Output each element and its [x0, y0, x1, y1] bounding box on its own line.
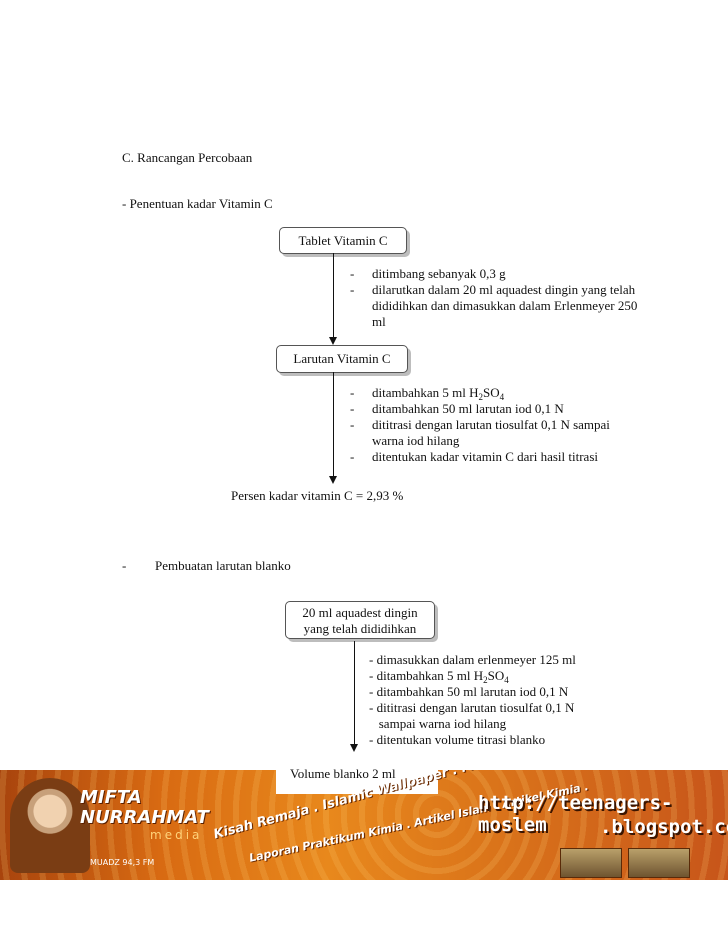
flow-line-3 [354, 641, 355, 746]
tablet-vitamin-c-box: Tablet Vitamin C [279, 227, 407, 254]
box-label-line1: 20 ml aquadest dingin [302, 605, 418, 620]
step-item: -ditentukan kadar vitamin C dari hasil t… [350, 449, 599, 464]
arrowhead-3 [350, 744, 358, 752]
steps-list-2: -ditambahkan 5 ml H2SO4 -ditambahkan 50 … [350, 385, 640, 465]
aquadest-box: 20 ml aquadest dingin yang telah dididih… [285, 601, 435, 639]
banner-media: media [150, 828, 203, 842]
step-item: - dimasukkan dalam erlenmeyer 125 ml [369, 652, 576, 667]
result-percent: Persen kadar vitamin C = 2,93 % [231, 488, 404, 503]
part2-heading: Pembuatan larutan blanko [155, 558, 291, 573]
step-item: -ditambahkan 50 ml larutan iod 0,1 N [350, 401, 564, 416]
arrowhead-1 [329, 337, 337, 345]
step-item: -ditimbang sebanyak 0,3 g [350, 266, 506, 281]
step-item: -dititrasi dengan larutan tiosulfat 0,1 … [350, 417, 610, 448]
box-label-line2: yang telah dididihkan [303, 621, 417, 636]
part2-heading-dash: - [122, 558, 127, 573]
flow-line-1 [333, 253, 334, 339]
result-volume-blanko: Volume blanko 2 ml [288, 766, 398, 782]
thumbnail-image [560, 848, 622, 878]
step-item: -ditambahkan 5 ml H2SO4 [350, 385, 505, 402]
step-item: - ditentukan volume titrasi blanko [369, 732, 546, 747]
banner-url-line2[interactable]: .blogspot.com [600, 816, 728, 838]
banner-radio: MUADZ 94,3 FM [90, 858, 155, 867]
steps-list-3: - dimasukkan dalam erlenmeyer 125 ml - d… [369, 652, 576, 748]
step-item: -dilarutkan dalam 20 ml aquadest dingin … [350, 282, 638, 329]
flow-line-2 [333, 372, 334, 478]
box-label: Larutan Vitamin C [293, 351, 391, 366]
part1-heading: - Penentuan kadar Vitamin C [122, 196, 273, 211]
portrait-image [10, 778, 90, 873]
banner-url-line1[interactable]: http://teenagers-moslem [478, 792, 673, 836]
steps-list-1: -ditimbang sebanyak 0,3 g -dilarutkan da… [350, 266, 640, 330]
thumbnail-image [628, 848, 690, 878]
banner-logo: MIFTA NURRAHMAT [80, 787, 209, 828]
section-heading: C. Rancangan Percobaan [122, 150, 253, 165]
step-item: - ditambahkan 50 ml larutan iod 0,1 N [369, 684, 569, 699]
step-item: - ditambahkan 5 ml H2SO4 [369, 668, 509, 685]
step-item: sampai warna iod hilang [369, 716, 507, 731]
box-label: Tablet Vitamin C [298, 233, 388, 248]
step-item: - dititrasi dengan larutan tiosulfat 0,1… [369, 700, 575, 715]
arrowhead-2 [329, 476, 337, 484]
blog-banner[interactable]: MIFTA NURRAHMAT media MUADZ 94,3 FM Kisa… [0, 770, 728, 880]
larutan-vitamin-c-box: Larutan Vitamin C [276, 345, 408, 373]
